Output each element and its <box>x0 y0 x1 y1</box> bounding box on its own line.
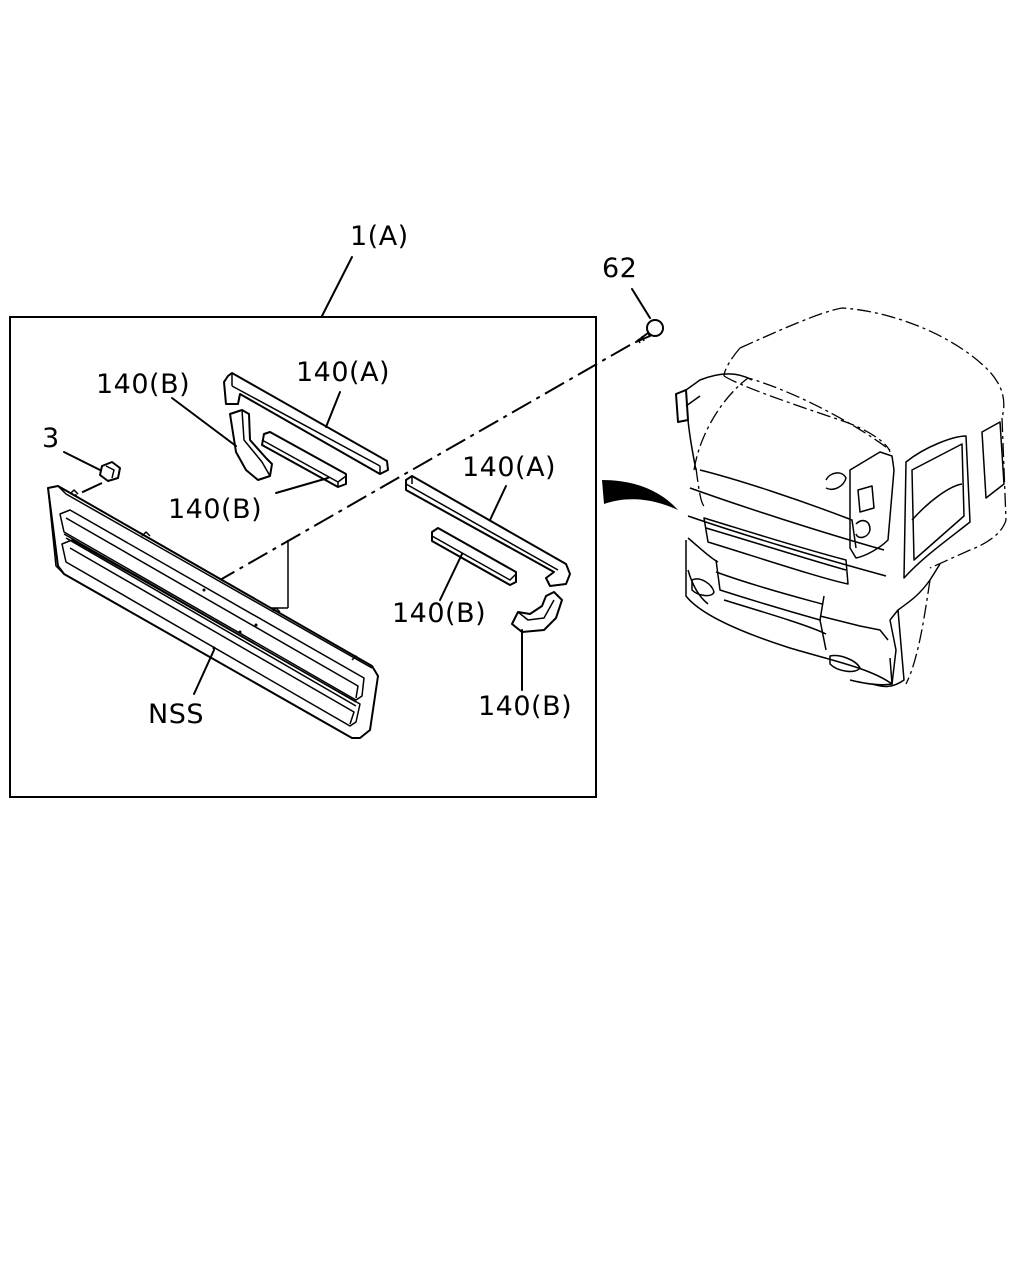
strip-140b-upper-left <box>229 409 273 481</box>
leader-strip-140a-lower <box>489 485 507 521</box>
direction-arrow-icon <box>602 480 678 510</box>
strip-140b-lower-mid <box>431 527 517 586</box>
label-strip-140a-lower: 140(A) <box>462 452 556 483</box>
assembly-frame <box>9 316 597 798</box>
truck-cab-illustration <box>675 307 1007 688</box>
strip-140b-lower-right <box>511 591 563 633</box>
label-grille: NSS <box>148 699 204 730</box>
clip-part <box>99 461 121 482</box>
leader-assembly <box>321 256 353 317</box>
label-strip-140b-lower-mid: 140(B) <box>392 598 486 629</box>
strip-140a-upper <box>223 372 389 475</box>
label-strip-140b-upper-mid: 140(B) <box>168 494 262 525</box>
leader-strip-140b-upper-left <box>171 397 237 447</box>
label-clip: 3 <box>42 423 60 454</box>
label-strip-140b-lower-right: 140(B) <box>478 691 572 722</box>
label-strip-140b-upper-left: 140(B) <box>96 369 190 400</box>
label-assembly: 1(A) <box>350 221 409 252</box>
leader-strip-140b-upper-mid <box>275 477 329 494</box>
screw-part <box>635 319 664 344</box>
grille-part <box>47 485 379 739</box>
leader-clip <box>63 451 101 471</box>
leader-screw <box>631 288 651 319</box>
strip-140b-upper-mid <box>261 431 347 488</box>
leader-strip-140b-lower-mid <box>439 553 463 601</box>
label-strip-140a-upper: 140(A) <box>296 357 390 388</box>
leader-strip-140a-upper <box>325 391 341 428</box>
label-screw: 62 <box>602 253 637 284</box>
clip-dashline <box>71 482 103 498</box>
assembly-dashline-screw <box>212 344 631 585</box>
leader-grille <box>193 649 215 695</box>
